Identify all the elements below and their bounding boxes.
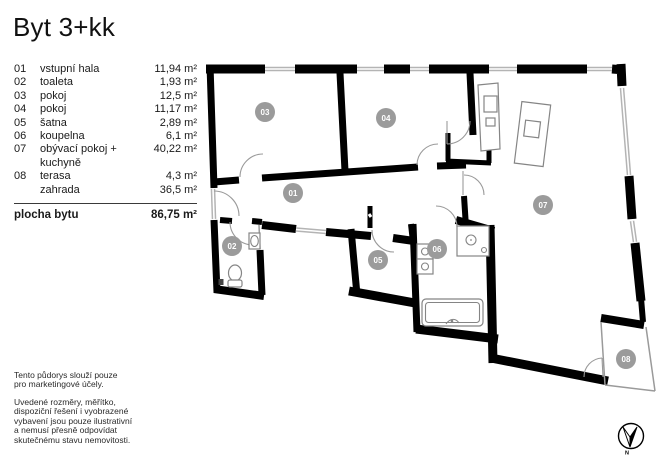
living-room-door-arc <box>462 171 485 196</box>
entrance-door-arc <box>213 190 240 217</box>
kitchen-island <box>513 100 552 168</box>
legend-row: 03 pokoj 12,5 m² <box>14 90 197 103</box>
room-name: zahrada <box>40 183 80 196</box>
legend-divider <box>14 203 197 205</box>
legend-row: 05 šatna 2,89 m² <box>14 117 197 130</box>
room-area: 1,93 m² <box>159 76 197 89</box>
room-name: obývací pokoj + kuchyně <box>40 143 117 169</box>
room-name: vstupní hala <box>40 63 100 75</box>
room-badge-06: 06 <box>427 239 447 259</box>
terrace-outline <box>258 224 656 392</box>
bathroom-sink <box>456 225 490 257</box>
room-badge-01: 01 <box>283 183 303 203</box>
bathroom-door-arc <box>435 205 458 228</box>
room-name: toaleta <box>40 76 74 89</box>
total-label: plocha bytu <box>14 209 79 222</box>
room03-door-arc <box>239 153 264 178</box>
legend-row: 01 vstupní hala 11,94 m² <box>14 63 197 76</box>
kitchen-counter <box>477 82 501 152</box>
room-badge-02: 02 <box>222 236 242 256</box>
room-number: 08 <box>14 170 27 183</box>
room-number: 01 <box>14 63 27 75</box>
legend-row: 02 toaleta 1,93 m² <box>14 76 197 89</box>
room-area: 12,5 m² <box>159 89 197 102</box>
badge-label: 01 <box>289 189 298 198</box>
badge-label: 04 <box>382 114 391 123</box>
walls <box>206 63 646 386</box>
north-arrow-icon <box>629 426 638 448</box>
bathtub <box>421 298 484 327</box>
floor-drain <box>218 279 224 285</box>
room-badge-07: 07 <box>533 195 553 215</box>
badge-label: 05 <box>374 256 383 265</box>
kitchen-door-arc <box>446 120 471 145</box>
room-name: koupelna <box>40 130 85 143</box>
room-number: 03 <box>14 89 27 102</box>
room-name: pokoj <box>40 103 67 116</box>
fixtures <box>218 82 552 327</box>
room-area: 4,3 m² <box>165 170 197 183</box>
room-badge-08: 08 <box>616 349 636 369</box>
shaft-walls <box>367 133 492 228</box>
room-badge-05: 05 <box>368 250 388 270</box>
legend: 01 vstupní hala 11,94 m² 02 toaleta 1,93… <box>14 63 197 221</box>
room-number: 06 <box>14 130 27 143</box>
windows <box>210 66 638 243</box>
room-area: 2,89 m² <box>159 116 197 129</box>
legend-total: plocha bytu 86,75 m² <box>14 209 197 221</box>
legend-row: 04 pokoj 11,17 m² <box>14 103 197 116</box>
room-area: 11,17 m² <box>154 103 197 116</box>
room-name: terasa <box>40 170 71 183</box>
badge-label: 08 <box>622 355 631 364</box>
toilet-sink <box>248 232 261 250</box>
room-area: 11,94 m² <box>154 63 197 75</box>
north-arrow-icon <box>622 426 631 448</box>
room-area: 40,22 m² <box>153 143 197 156</box>
room-name: šatna <box>40 116 67 129</box>
terrace-edge <box>258 224 656 392</box>
marketing-note: Tento půdorys slouží pouze pro marketing… <box>14 370 118 390</box>
room-badge-03: 03 <box>255 102 275 122</box>
room-badge-04: 04 <box>376 108 396 128</box>
room-number: 05 <box>14 116 27 129</box>
legend-row: zahrada 36,5 m² <box>14 184 197 197</box>
compass-icon: N <box>617 422 645 457</box>
room-area: 36,5 m² <box>159 183 197 196</box>
interior-walls <box>206 64 477 333</box>
closet-door-arc <box>371 229 395 253</box>
dimensions-note: Uvedené rozměry, měřítko, dispoziční řeš… <box>14 397 133 445</box>
room-badges: 01 02 03 04 05 06 <box>222 102 636 369</box>
compass-label: N <box>625 451 629 457</box>
total-area: 86,75 m² <box>150 209 197 222</box>
doors <box>213 120 604 378</box>
washer-dryer <box>416 243 434 275</box>
window-centerline <box>212 68 636 243</box>
room-name: pokoj <box>40 89 67 102</box>
toilet <box>227 264 243 288</box>
badge-label: 03 <box>261 108 270 117</box>
legend-row: 06 koupelna 6,1 m² <box>14 130 197 143</box>
pocket-door-gap <box>367 213 373 218</box>
badge-label: 06 <box>433 245 442 254</box>
room-number: 07 <box>14 143 27 156</box>
badge-label: 02 <box>228 242 237 251</box>
page-title: Byt 3+kk <box>13 12 116 42</box>
window-glazing <box>210 66 638 243</box>
room-area: 6,1 m² <box>165 130 197 143</box>
room04-door-arc <box>416 143 439 166</box>
terrace-door-arc <box>583 357 604 378</box>
wall-stubs <box>219 195 646 323</box>
legend-row: 08 terasa 4,3 m² <box>14 170 197 183</box>
room-number: 02 <box>14 76 27 89</box>
room-number: 04 <box>14 103 27 116</box>
exterior-walls <box>206 63 646 386</box>
legend-row: 07 obývací pokoj + kuchyně 40,22 m² <box>14 143 197 170</box>
badge-label: 07 <box>539 201 548 210</box>
